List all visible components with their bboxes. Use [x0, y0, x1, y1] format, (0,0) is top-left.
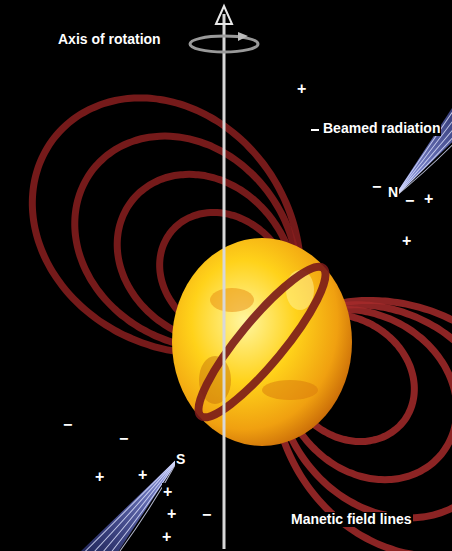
- polarity-sign: +: [296, 80, 307, 98]
- polarity-sign: −: [201, 506, 212, 524]
- rotation-axis: [223, 14, 226, 549]
- axis-arrowhead: [216, 6, 232, 24]
- rotation-arrowhead: [238, 32, 248, 41]
- caption-label: Manetic field lines: [290, 512, 413, 527]
- caption-label: Axis of rotation: [57, 32, 162, 47]
- polarity-sign: −: [404, 192, 415, 210]
- polarity-sign: −: [371, 178, 382, 196]
- caption-label: Beamed radiation: [322, 121, 441, 136]
- polarity-sign: −: [118, 430, 129, 448]
- leader-line: [311, 129, 319, 131]
- neutron-star: [172, 238, 352, 446]
- polarity-sign: N: [387, 185, 399, 200]
- polarity-sign: +: [94, 468, 105, 486]
- polarity-sign: +: [137, 466, 148, 484]
- polarity-sign: +: [166, 505, 177, 523]
- radiation-beam: [55, 441, 197, 551]
- equatorial-field-band: [184, 254, 340, 430]
- polarity-sign: +: [161, 528, 172, 546]
- polarity-sign: +: [401, 232, 412, 250]
- polarity-sign: −: [62, 416, 73, 434]
- polarity-sign: +: [423, 190, 434, 208]
- polarity-sign: +: [162, 483, 173, 501]
- polarity-sign: S: [175, 452, 186, 467]
- rotation-arrow: [190, 36, 258, 52]
